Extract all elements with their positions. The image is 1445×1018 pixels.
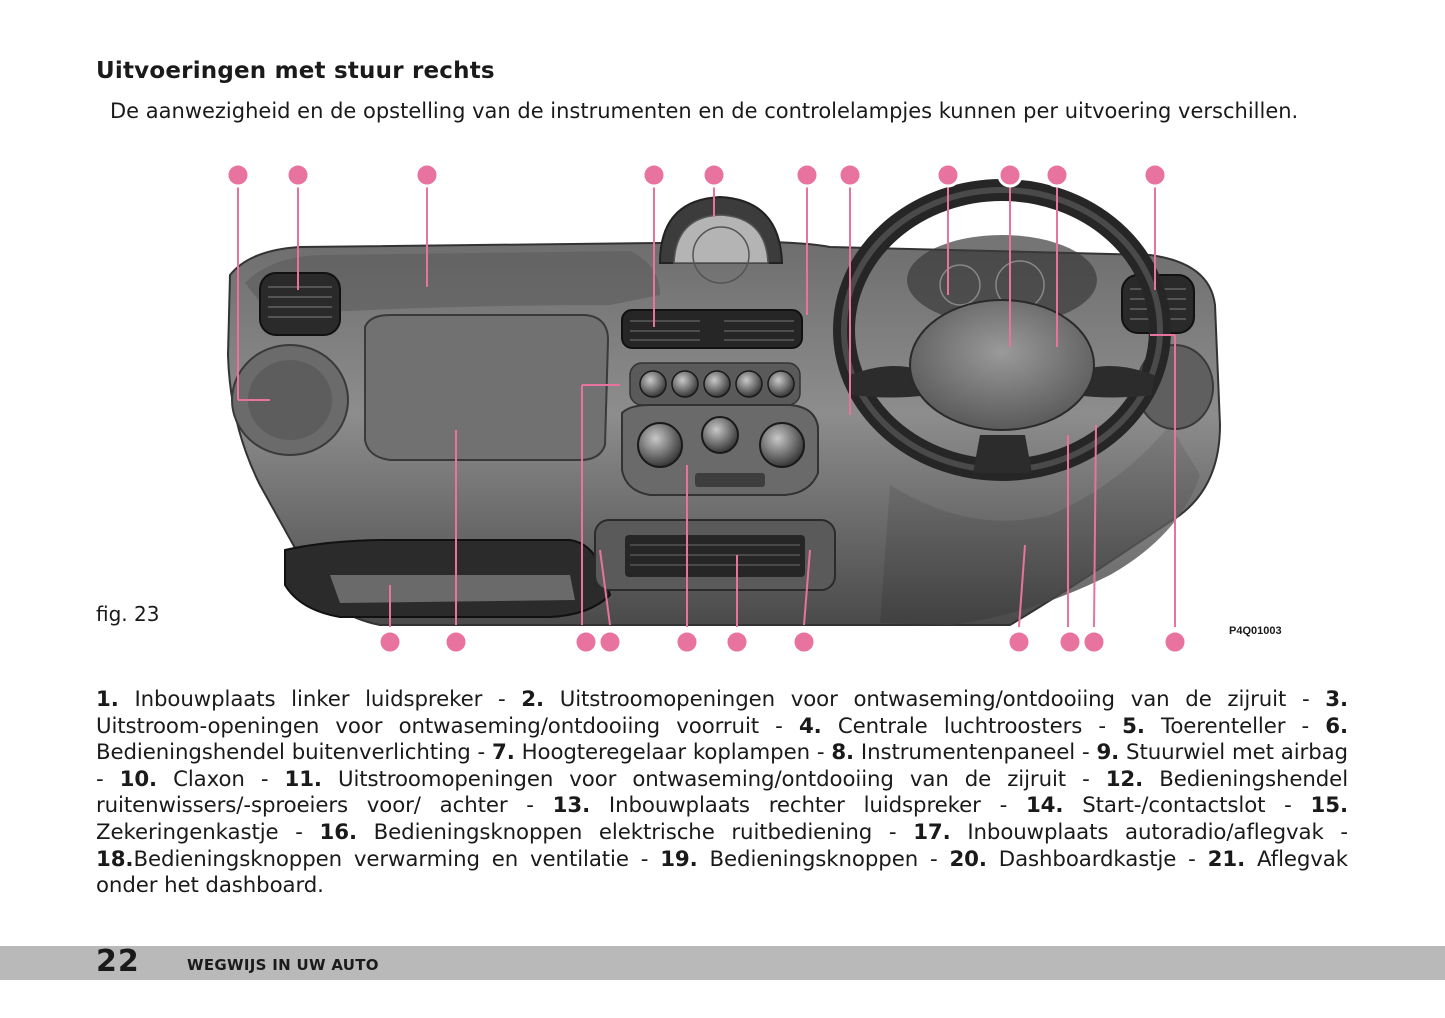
legend-item: Uitstroomopeningen voor ontwaseming/ontd… (544, 687, 1326, 712)
legend-item: Inbouwplaats autoradio/aflegvak - (950, 819, 1348, 845)
page-heading: Uitvoeringen met stuur rechts (96, 58, 495, 84)
legend-number: 5. (1122, 713, 1145, 739)
legend-number: 18. (96, 846, 134, 872)
legend-item: Dashboardkastje - (986, 846, 1208, 872)
legend-number: 21. (1207, 846, 1246, 872)
legend-item: Stuurwiel met airbag - (96, 740, 1348, 792)
steering-wheel (833, 179, 1171, 481)
glovebox-panel (364, 314, 610, 461)
dashboard-figure (190, 155, 1250, 665)
legend-item: Centrale luchtroosters - (821, 713, 1123, 739)
legend-item: Aflegvak onder het dashboard. (96, 846, 1348, 899)
legend-item: Bedieningshendel ruitenwissers/-sproeier… (96, 766, 1349, 819)
legend-number: 8. (831, 740, 855, 766)
legend-number: 10. (119, 766, 158, 792)
intro-text: De aanwezigheid en de opstelling van de … (110, 99, 1299, 123)
legend-number: 11. (284, 766, 322, 792)
legend-number: 12. (1105, 766, 1144, 792)
legend-item: Uitstroomopeningen voor ontwaseming/ontd… (321, 766, 1106, 792)
center-vents (621, 309, 803, 349)
legend-number: 1. (96, 687, 119, 712)
dashboard-top (245, 251, 660, 315)
legend-item: Toerenteller - (1144, 713, 1326, 739)
legend-item: Start-/contactslot - (1063, 793, 1311, 819)
section-title: WEGWIJS IN UW AUTO (187, 956, 379, 974)
legend-item: Bedieningsknoppen elektrische ruitbedien… (356, 819, 914, 845)
right-lower-panel (880, 425, 1200, 625)
legend-item: Bedieningsknoppen - (697, 846, 950, 872)
legend-number: 19. (660, 846, 698, 872)
page-number: 22 (96, 944, 140, 979)
legend-number: 6. (1325, 713, 1349, 739)
legend-item: Inbouwplaats rechter luidspreker - (590, 793, 1026, 819)
callout-dots (225, 162, 1188, 655)
legend-number: 15. (1310, 793, 1349, 819)
figure-code: P4Q01003 (1229, 625, 1282, 637)
legend-item: Bedieningsknoppen verwarming en ventilat… (133, 846, 661, 872)
legend-number: 7. (492, 740, 515, 766)
legend-number: 14. (1025, 793, 1064, 819)
legend-item: Hoogteregelaar koplampen - (514, 740, 832, 766)
legend-number: 17. (913, 819, 951, 845)
dashboard-illustration (225, 162, 1222, 655)
legend-number: 4. (798, 713, 822, 739)
legend-item: Bedieningshendel buitenverlichting - (96, 740, 493, 766)
left-side-vent (259, 272, 341, 336)
legend-number: 13. (552, 793, 591, 819)
figure-label: fig. 23 (96, 602, 160, 626)
legend-item: Instrumentenpaneel - (854, 740, 1097, 766)
legend-number: 3. (1325, 687, 1348, 712)
legend-text: 1. Inbouwplaats linker luidspreker - 2. … (96, 687, 1348, 900)
legend-number: 9. (1096, 740, 1120, 766)
airbag-pad (909, 299, 1095, 431)
footer-bar (0, 946, 1445, 980)
legend-item: Inbouwplaats linker luidspreker - (118, 687, 522, 712)
legend-item: Claxon - (157, 766, 285, 792)
legend-number: 20. (949, 846, 987, 872)
legend-number: 2. (521, 687, 545, 712)
legend-item: Uitstroom-openingen voor ontwaseming/ont… (96, 713, 799, 739)
legend-number: 16. (319, 819, 358, 845)
legend-item: Zekeringenkastje - (96, 819, 320, 845)
callout-lines (237, 177, 1176, 628)
